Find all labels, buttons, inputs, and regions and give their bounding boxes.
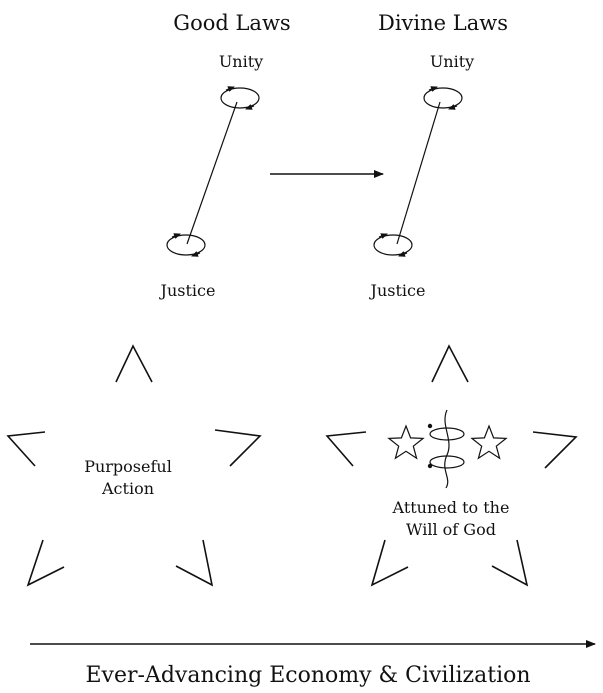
purposeful-text: Purposeful [84, 457, 172, 476]
right-star-top-point [431, 344, 469, 383]
right-pentagram-icon [470, 424, 508, 460]
right-star-bottom-right-point [491, 539, 529, 587]
right-star-bottom-left-point [370, 539, 409, 587]
left-connector-line [186, 101, 238, 245]
will-of-god-text: Will of God [406, 520, 496, 539]
upper-orbit-icon [429, 427, 465, 441]
good-laws-title: Good Laws [173, 11, 290, 35]
left-star-left-point [6, 431, 46, 467]
right-connector-line [396, 101, 441, 245]
lower-orbit-dot [427, 463, 433, 469]
left-star-right-point [214, 429, 262, 467]
right-emblem [387, 409, 508, 489]
left-justice-label: Justice [159, 281, 216, 300]
right-unity-cycle-icon [423, 86, 463, 110]
left-unity-label: Unity [219, 52, 263, 71]
left-star-bottom-right-point [175, 539, 214, 587]
left-unity-cycle-icon [220, 86, 260, 110]
left-star-top-point [115, 344, 153, 383]
right-unity-label: Unity [430, 52, 474, 71]
upper-orbit-dot [427, 423, 433, 429]
attuned-text: Attuned to the [392, 498, 510, 517]
right-star-outline [325, 344, 578, 587]
center-axis-icon [444, 409, 450, 489]
divine-laws-title: Divine Laws [378, 11, 508, 35]
action-text: Action [101, 479, 154, 498]
left-star-outline [6, 344, 262, 587]
left-pentagram-icon [387, 424, 425, 460]
lower-orbit-icon [429, 455, 465, 469]
bottom-caption: Ever-Advancing Economy & Civilization [85, 663, 530, 688]
right-star-left-point [325, 431, 367, 467]
left-justice-cycle-icon [166, 233, 206, 257]
left-star-bottom-left-point [26, 539, 65, 587]
right-justice-label: Justice [369, 281, 426, 300]
right-justice-cycle-icon [373, 233, 413, 257]
right-star-right-point [532, 431, 578, 469]
